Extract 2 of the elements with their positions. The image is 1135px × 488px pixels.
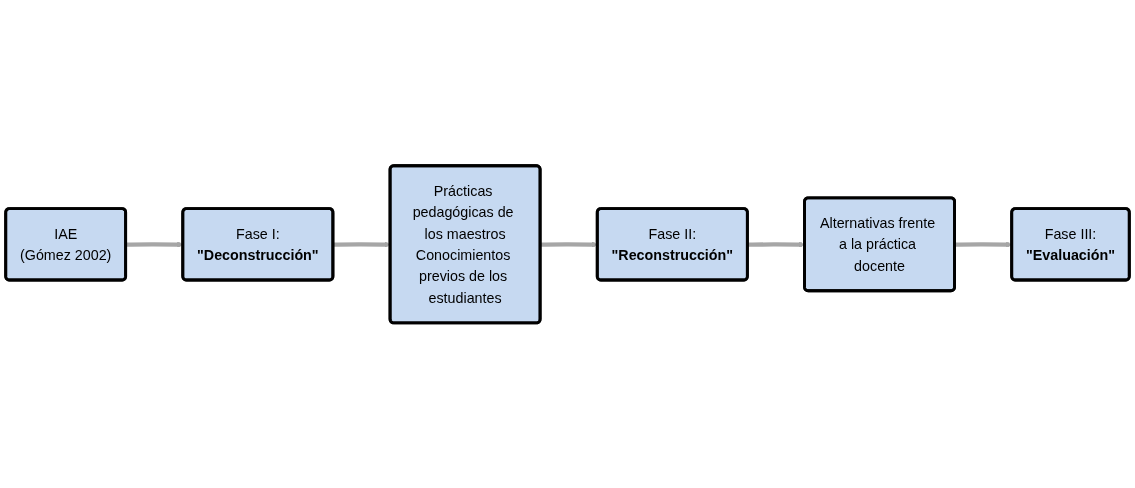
arrow [333, 241, 391, 248]
arrow [540, 241, 598, 248]
